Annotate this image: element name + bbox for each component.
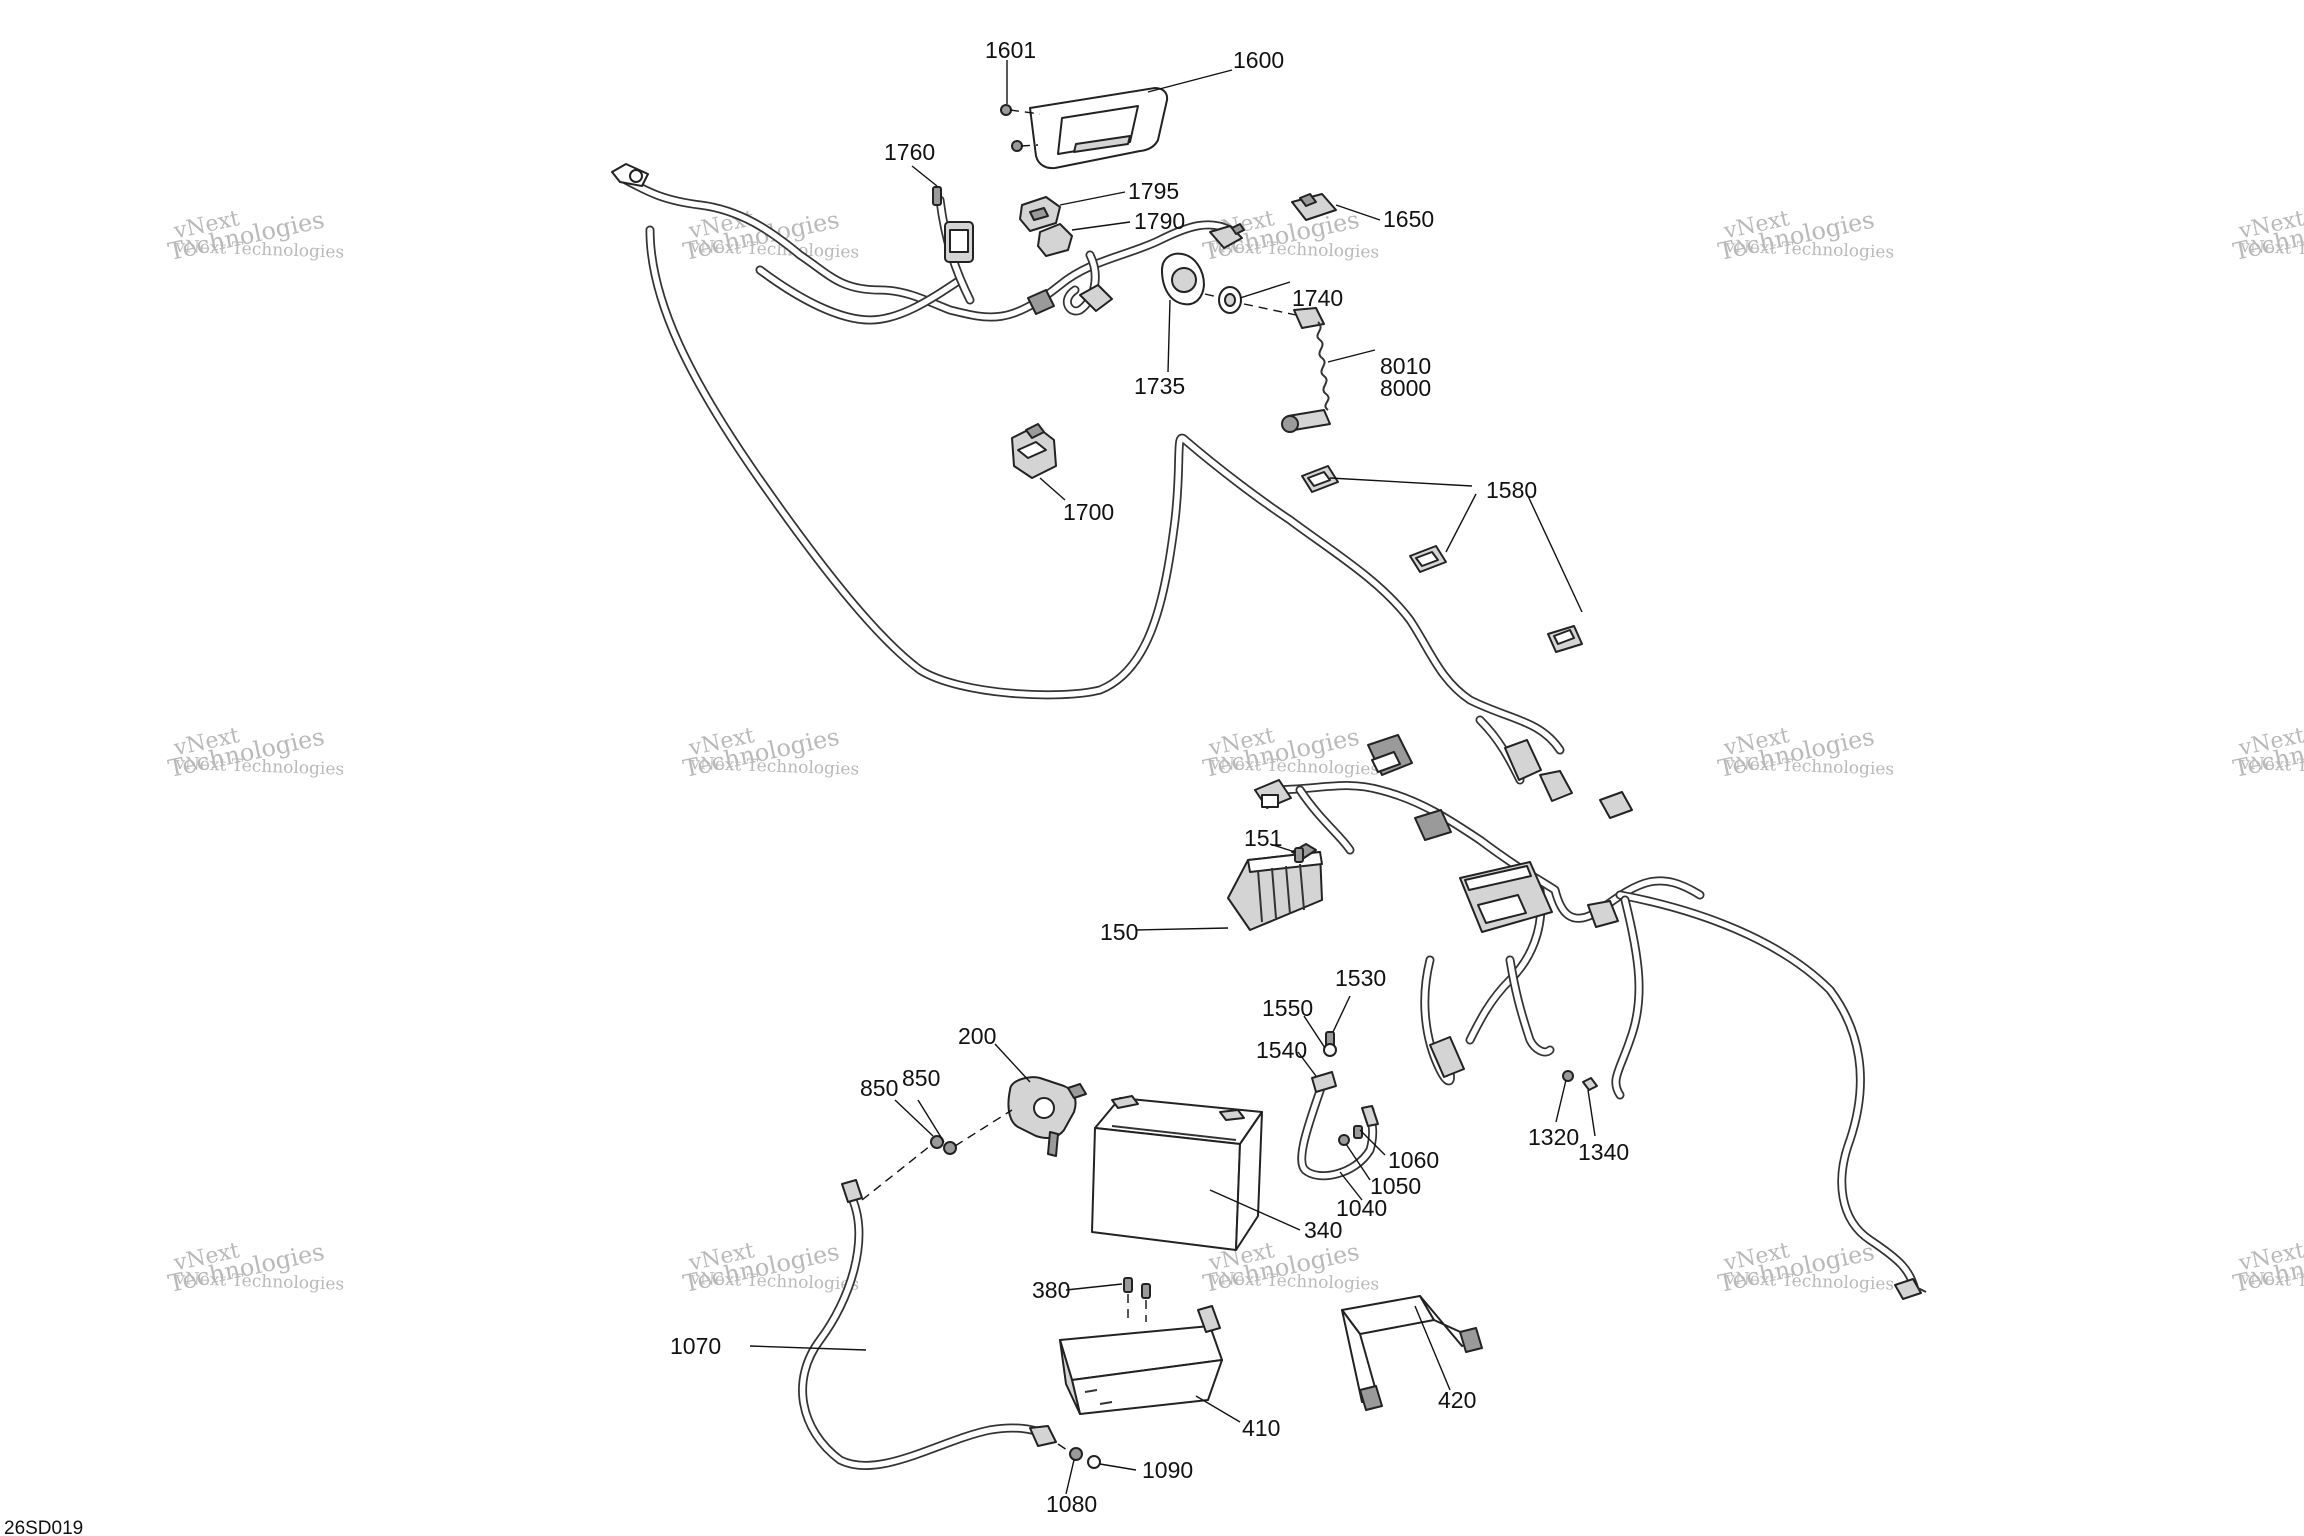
harness-end-connector	[611, 163, 649, 187]
ground-ring-terminal	[1429, 1036, 1465, 1078]
watermark: vNext Technologies vNext Technologies	[1201, 723, 1380, 783]
diagram-code: 26SD019	[4, 1518, 83, 1536]
fuse-box	[1459, 861, 1553, 933]
part-340-battery	[1091, 1095, 1301, 1251]
watermark: vNext Technologies vNext Technologies	[2231, 723, 2304, 783]
callout-850-right: 850	[902, 1065, 940, 1091]
part-1090-washer	[1087, 1455, 1137, 1471]
upper-wiring-harness	[611, 163, 1565, 755]
part-1735-socket	[1161, 252, 1205, 373]
callout-1340: 1340	[1578, 1139, 1629, 1165]
callout-340: 340	[1304, 1217, 1342, 1243]
callout-420: 420	[1438, 1387, 1476, 1413]
harness-connector-j	[1587, 900, 1619, 928]
part-410-battery-tray	[1059, 1305, 1241, 1423]
callout-1790: 1790	[1134, 208, 1185, 234]
watermark: vNext Technologies vNext Technologies	[166, 206, 345, 266]
callout-1550: 1550	[1262, 995, 1313, 1021]
callout-1320: 1320	[1528, 1124, 1579, 1150]
callout-8010: 8010	[1380, 353, 1431, 379]
callout-labels: 1601 1600 1760 1795 1790 1650 1740 8010 …	[670, 37, 1629, 1517]
part-1320-screw	[1555, 1070, 1574, 1123]
part-1040-cable-lead	[1339, 1171, 1363, 1201]
watermark: vNext Technologies vNext Technologies	[1716, 723, 1895, 783]
harness-connector-b	[1027, 289, 1055, 315]
part-1550-washer	[1303, 1015, 1337, 1057]
callout-1735: 1735	[1134, 373, 1185, 399]
callout-1050: 1050	[1370, 1173, 1421, 1199]
part-850-nuts	[861, 1099, 1013, 1201]
part-1050-nut	[1338, 1134, 1371, 1181]
part-1530-screw	[1325, 995, 1351, 1049]
callout-1090: 1090	[1142, 1457, 1193, 1483]
callout-8000: 8000	[1380, 375, 1431, 401]
watermark: vNext Technologies vNext Technologies	[681, 1238, 860, 1298]
part-1080-nut	[1065, 1447, 1083, 1495]
callout-200: 200	[958, 1023, 996, 1049]
harness-connector-a	[944, 221, 974, 263]
harness-connector-e	[1254, 779, 1292, 809]
callout-1040: 1040	[1336, 1195, 1387, 1221]
watermark: vNext Technologies vNext Technologies	[166, 1238, 345, 1298]
part-1070-cable	[749, 1179, 1071, 1470]
callout-1600: 1600	[1233, 47, 1284, 73]
watermark: vNext Technologies vNext Technologies	[1716, 206, 1895, 266]
part-1601-screw	[1000, 60, 1041, 152]
part-1060-screw	[1353, 1125, 1386, 1156]
harness-end-plug	[1894, 1278, 1927, 1300]
harness-connector-d	[1209, 223, 1245, 249]
watermark: vNext Technologies vNext Technologies	[2231, 206, 2304, 266]
part-200-solenoid	[994, 1043, 1087, 1157]
callout-1740: 1740	[1292, 285, 1343, 311]
part-1540-cable	[1297, 1051, 1379, 1181]
harness-connector-f	[1367, 734, 1413, 776]
watermark: vNext Technologies vNext Technologies	[1716, 1238, 1895, 1298]
part-420-strap	[1341, 1295, 1483, 1411]
harness-connector-g	[1414, 809, 1452, 841]
part-1740-nut	[1204, 281, 1291, 314]
watermark: vNext Technologies vNext Technologies	[166, 723, 345, 783]
callout-1580: 1580	[1486, 477, 1537, 503]
part-8000-tether-cord	[1243, 303, 1376, 433]
harness-connector-c	[1079, 284, 1113, 312]
callout-1795: 1795	[1128, 178, 1179, 204]
part-1600-gauge	[1029, 69, 1233, 170]
part-380-screws	[1065, 1277, 1151, 1322]
callout-380: 380	[1032, 1277, 1070, 1303]
callout-1080: 1080	[1046, 1491, 1097, 1517]
part-1760-bolt	[911, 165, 942, 206]
callout-1540: 1540	[1256, 1037, 1307, 1063]
callout-1530: 1530	[1335, 965, 1386, 991]
callout-150: 150	[1100, 919, 1138, 945]
callout-1601: 1601	[985, 37, 1036, 63]
callout-1650: 1650	[1383, 206, 1434, 232]
part-151-screw	[1269, 843, 1304, 863]
part-1790-switch	[1037, 221, 1131, 257]
part-1700-switch	[1011, 423, 1066, 501]
harness-connector-h	[1504, 739, 1573, 802]
watermark: vNext Technologies vNext Technologies	[2231, 1238, 2304, 1298]
callout-1760: 1760	[884, 139, 935, 165]
callout-850-left: 850	[860, 1075, 898, 1101]
callout-1070: 1070	[670, 1333, 721, 1359]
callout-1700: 1700	[1063, 499, 1114, 525]
watermark: vNext Technologies vNext Technologies	[681, 723, 860, 783]
part-1580-clips	[1301, 465, 1583, 653]
callout-410: 410	[1242, 1415, 1280, 1441]
callout-1060: 1060	[1388, 1147, 1439, 1173]
part-1340-clip	[1582, 1077, 1598, 1137]
harness-connector-i	[1599, 791, 1633, 819]
part-1795-switch	[1019, 191, 1126, 232]
part-1650-connector	[1291, 193, 1381, 221]
lower-wiring-harness	[1254, 715, 1927, 1300]
callout-151: 151	[1244, 825, 1282, 851]
